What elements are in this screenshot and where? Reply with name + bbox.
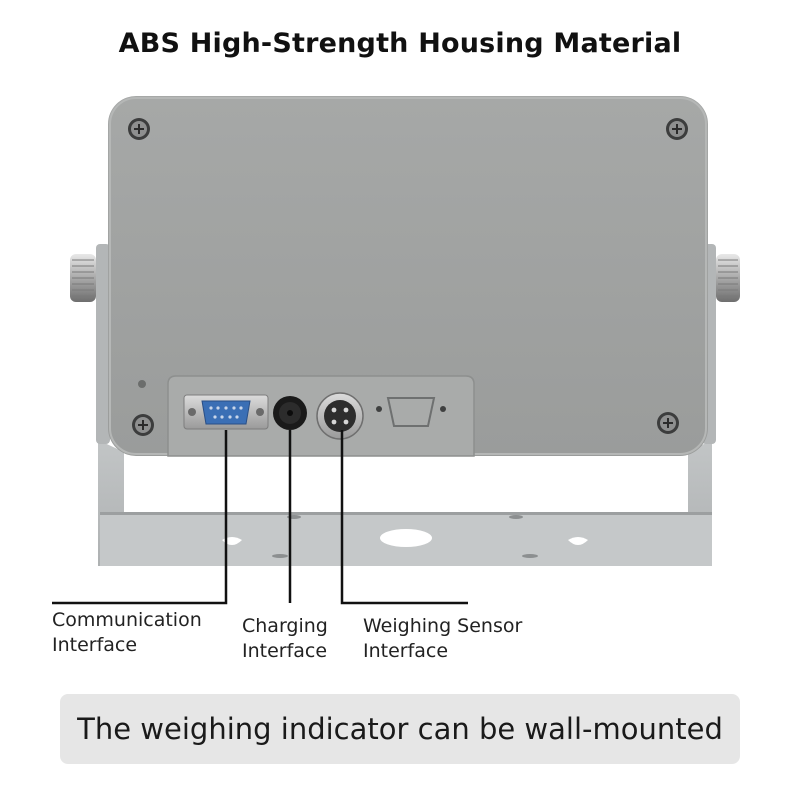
knob-icon xyxy=(70,254,96,302)
screw-icon xyxy=(666,118,688,140)
mounting-hole xyxy=(380,529,432,547)
blank-port-cover xyxy=(376,397,446,427)
callout-line: Charging xyxy=(242,615,328,637)
caption-text: The weighing indicator can be wall-mount… xyxy=(77,712,723,746)
screw-icon xyxy=(657,412,679,434)
mounting-hole xyxy=(568,537,588,545)
callout-weighing-sensor-interface: Weighing Sensor Interface xyxy=(363,614,522,664)
callout-line: Interface xyxy=(52,634,138,656)
callout-line: Communication xyxy=(52,609,202,631)
screw-icon xyxy=(128,118,150,140)
callout-line: Interface xyxy=(242,640,328,662)
callout-line: Weighing Sensor xyxy=(363,615,523,637)
callout-charging-interface: Charging Interface xyxy=(242,614,328,664)
caption-box: The weighing indicator can be wall-mount… xyxy=(60,694,740,764)
leader-lines xyxy=(52,430,468,605)
knob-icon xyxy=(716,254,740,302)
mounting-bracket xyxy=(96,244,716,566)
aviation-connector-icon xyxy=(316,392,364,440)
page-title: ABS High-Strength Housing Material xyxy=(118,28,682,59)
dc-jack-icon xyxy=(273,396,307,430)
callout-communication-interface: Communication Interface xyxy=(52,608,202,658)
callout-line: Interface xyxy=(363,640,449,662)
db9-connector-icon xyxy=(183,394,269,430)
screw-icon xyxy=(132,414,154,436)
